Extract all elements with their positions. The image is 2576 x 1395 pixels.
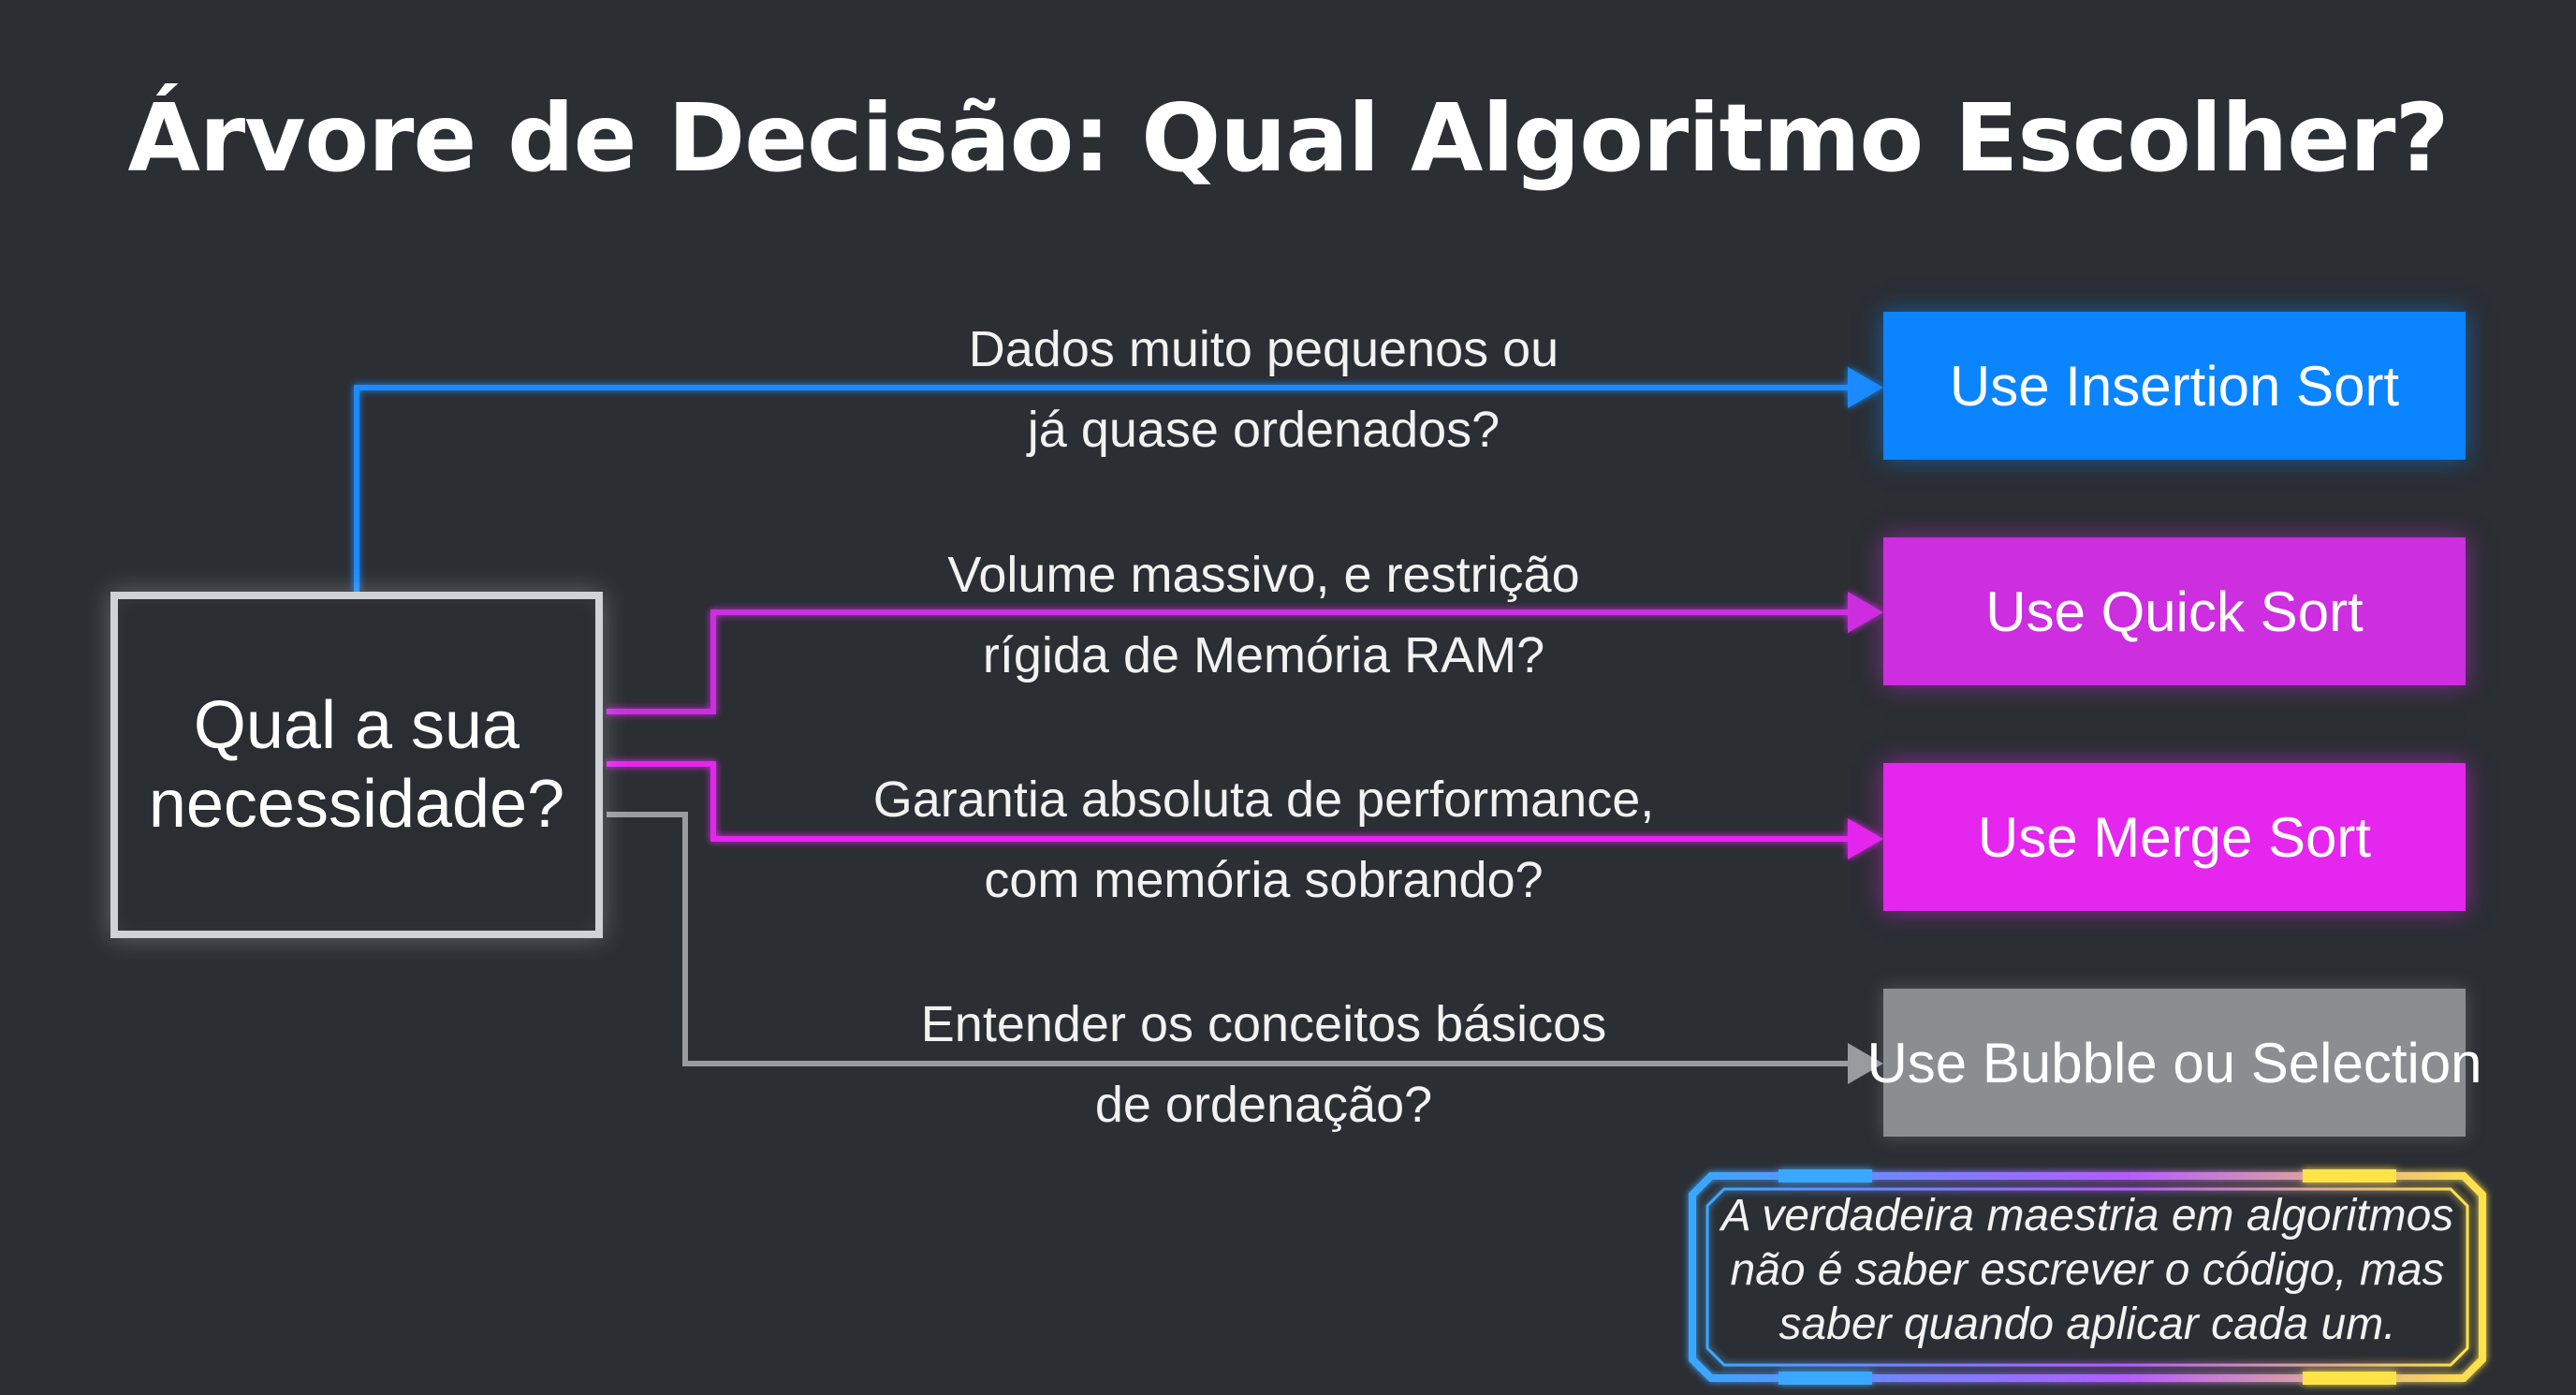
root-question-box: Qual a sua necessidade? — [110, 592, 603, 938]
result-insertion-sort: Use Insertion Sort — [1883, 312, 2466, 460]
quote-text: A verdadeira maestria em algoritmos não … — [1694, 1189, 2481, 1352]
quote-line3: saber quando aplicar cada um. — [1778, 1300, 2396, 1349]
arrowhead-bubble — [1848, 1043, 1883, 1084]
arrowhead-merge — [1848, 818, 1883, 859]
condition-quick-line2: rígida de Memória RAM? — [982, 627, 1545, 683]
result-quick-sort: Use Quick Sort — [1883, 537, 2466, 685]
condition-merge-line1: Garantia absoluta de performance, — [872, 771, 1655, 828]
connector-insertion — [354, 367, 1883, 592]
condition-bubble-line1: Entender os conceitos básicos — [920, 996, 1607, 1052]
condition-merge-line2: com memória sobrando? — [984, 852, 1544, 908]
condition-insertion-line1: Dados muito pequenos ou — [968, 321, 1559, 377]
condition-bubble-line2: de ordenação? — [1094, 1077, 1433, 1133]
diagram-title: Árvore de Decisão: Qual Algoritmo Escolh… — [127, 83, 2450, 193]
connector-bubble — [607, 812, 1883, 1084]
condition-bubble: Entender os conceitos básicos de ordenaç… — [814, 984, 1713, 1145]
result-merge-sort: Use Merge Sort — [1883, 763, 2466, 911]
arrowhead-quick — [1848, 592, 1883, 633]
quote-line2: não é saber escrever o código, mas — [1730, 1245, 2445, 1295]
arrowhead-insertion — [1848, 367, 1883, 408]
condition-insertion-line2: já quase ordenados? — [1027, 402, 1500, 458]
quote-line1: A verdadeira maestria em algoritmos — [1720, 1191, 2454, 1241]
condition-quick-line1: Volume massivo, e restrição — [947, 547, 1580, 603]
condition-insertion: Dados muito pequenos ou já quase ordenad… — [814, 309, 1713, 470]
quote-frame — [1689, 1169, 2486, 1385]
result-bubble-selection: Use Bubble ou Selection — [1866, 989, 2482, 1137]
condition-merge: Garantia absoluta de performance, com me… — [814, 759, 1713, 920]
connector-quick — [607, 592, 1883, 714]
condition-quick: Volume massivo, e restrição rígida de Me… — [814, 535, 1713, 696]
connector-merge — [607, 761, 1883, 859]
root-question-label: Qual a sua necessidade? — [148, 688, 565, 842]
